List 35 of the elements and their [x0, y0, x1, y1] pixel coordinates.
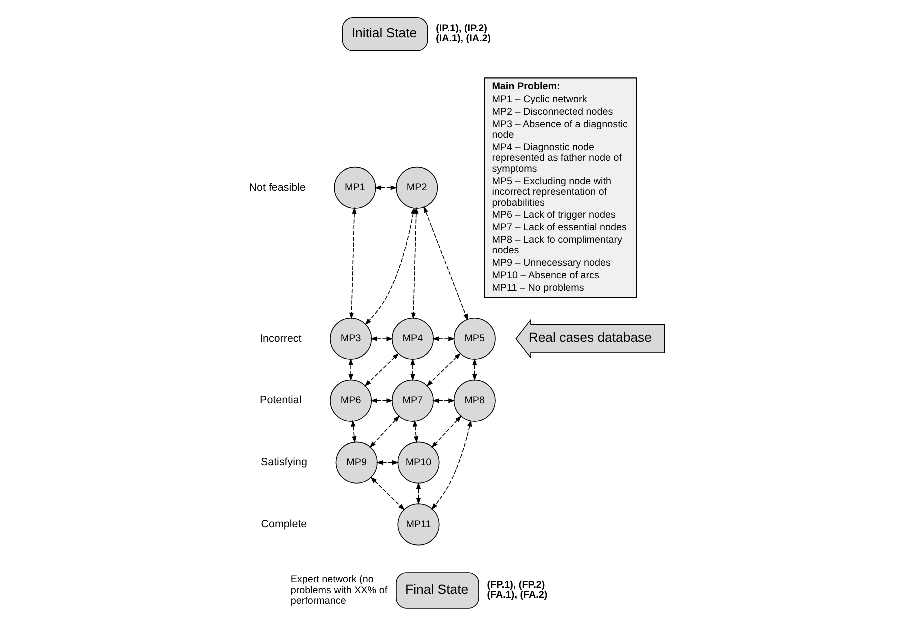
arrow — [370, 477, 406, 511]
label: Complete — [261, 518, 308, 531]
arrow — [432, 416, 462, 448]
node-circle: MP1 — [334, 166, 376, 209]
arrow — [364, 353, 400, 387]
arrow — [426, 353, 462, 387]
arrow — [410, 358, 416, 382]
arrow — [351, 420, 357, 444]
label: Incorrect — [260, 332, 302, 345]
label: Potential — [260, 394, 302, 407]
label: Satisfying — [260, 456, 308, 469]
arrow — [432, 336, 456, 342]
arrow — [413, 420, 419, 444]
arrow — [472, 358, 478, 382]
label: Not feasible — [249, 182, 306, 194]
arrow — [370, 416, 400, 448]
arrow — [411, 207, 419, 320]
node-label: (IA.1), (IA.2) — [436, 34, 492, 45]
node-label: (FP.1), (FP.2) — [487, 580, 546, 591]
arrow — [374, 186, 398, 190]
arrow — [370, 398, 394, 404]
node-box: Main Problem: MP1 – Cyclic network MP2 – Disconnected nodes MP3 – Absence of a diagnostic node MP4 – Diagnostic node represented as father node of symptoms MP5 – Excluding node with incorrect representation of probabilities MP6 – Lack of trigger nodes MP7 – Lack of essential nodes MP8 – Lack fo complimentary nodes MP9 – Unnecessary nodes MP10 – Absence of arcs MP11 – No problems — [484, 78, 638, 298]
arrow — [424, 206, 468, 321]
node-circle: MP2 — [396, 166, 438, 209]
node-label: Expert network (no problems with XX% of performance — [290, 574, 388, 608]
node-label: (IP.1), (IP.2) — [436, 24, 488, 35]
arrow — [348, 358, 354, 382]
arrow — [416, 482, 422, 505]
arrow — [349, 207, 357, 320]
arrow — [370, 336, 394, 342]
node-label: (FA.1), (FA.2) — [487, 590, 548, 601]
arrow — [365, 207, 416, 326]
arrow — [432, 420, 472, 510]
arrow — [432, 398, 456, 404]
arrow — [376, 460, 400, 466]
